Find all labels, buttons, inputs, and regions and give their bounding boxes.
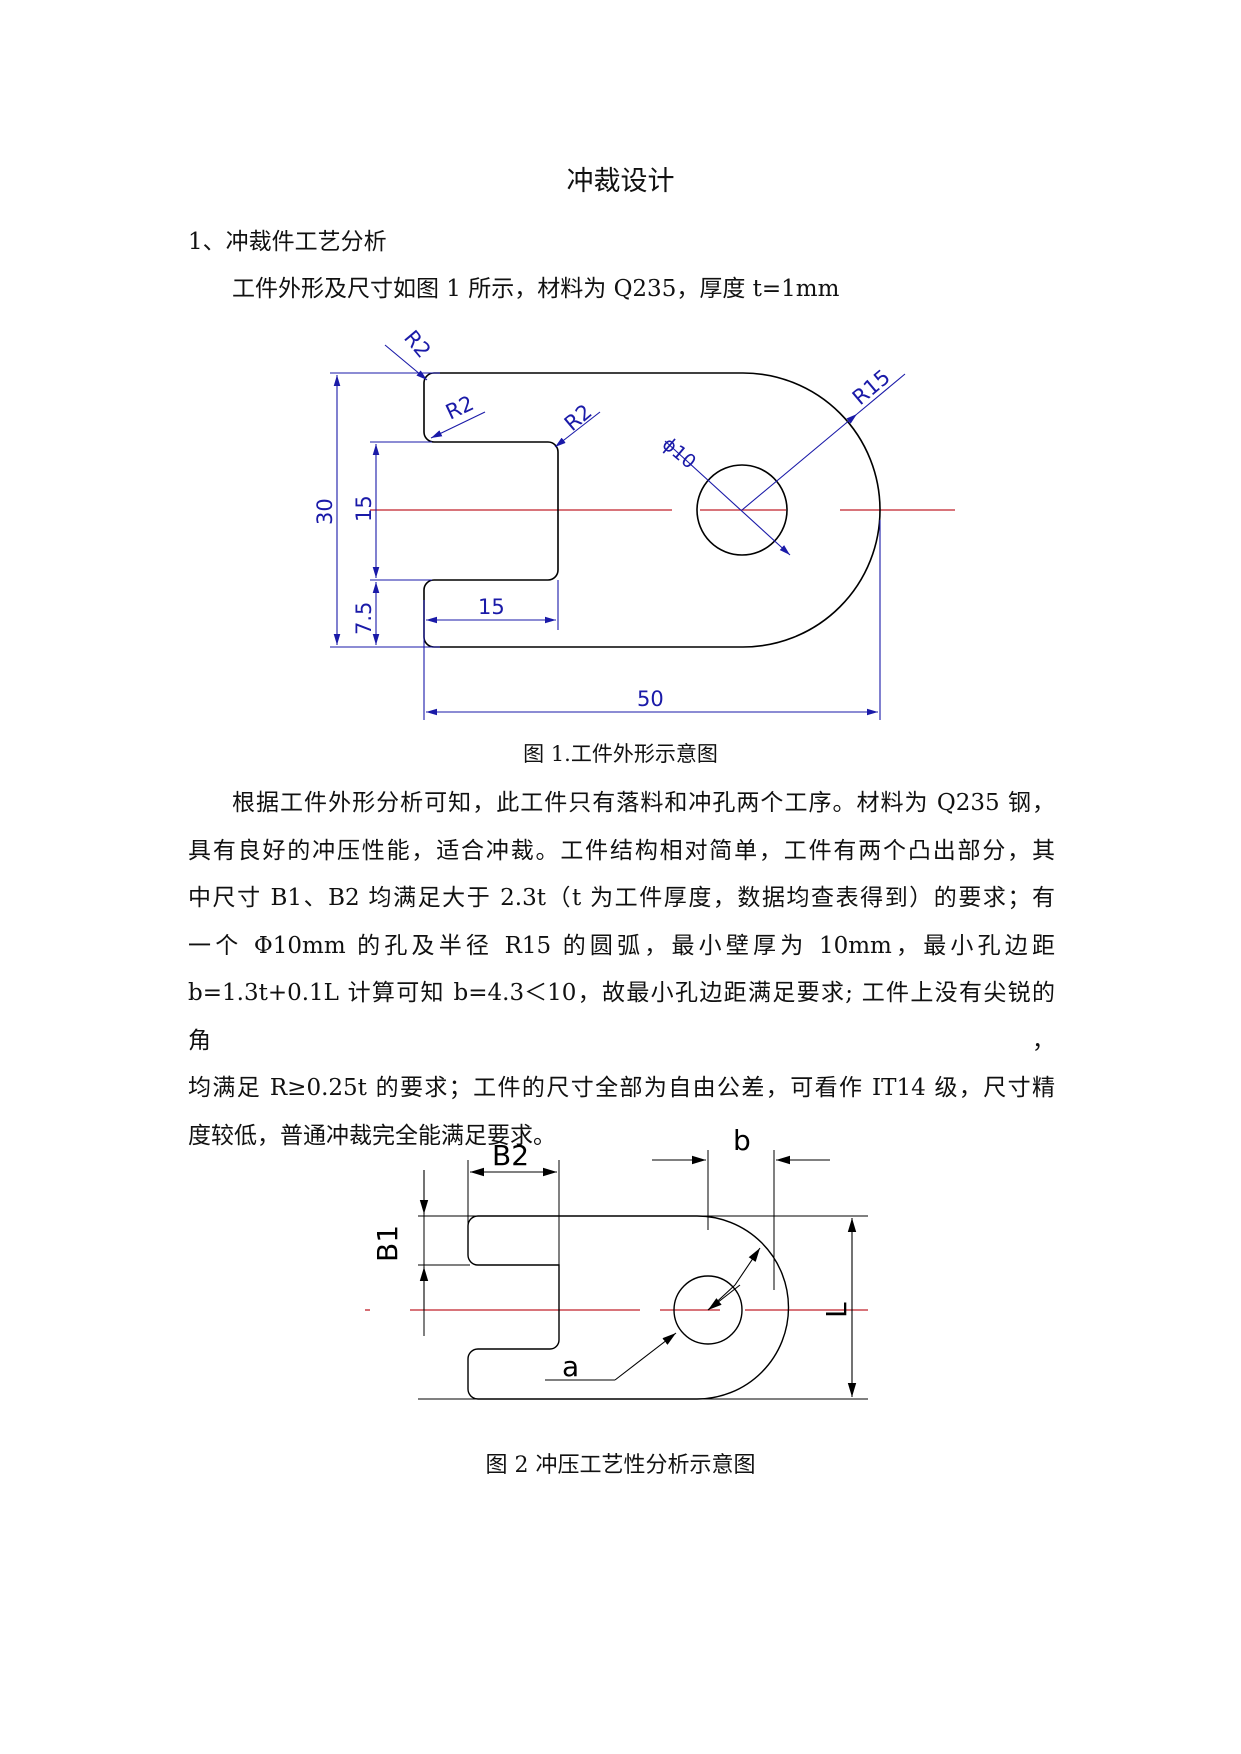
paragraph-line: 均满足 R≥0.25t 的要求；工件的尺寸全部为自由公差，可看作 IT14 级，… — [188, 1075, 1055, 1101]
workpiece-outline-2 — [467, 1215, 790, 1400]
r2-slot-leader — [554, 411, 601, 448]
dim-15: 15 — [352, 495, 376, 522]
label-b1: B1 — [371, 1225, 404, 1262]
label-b: b — [733, 1124, 751, 1157]
figure-1-caption: 图 1.工件外形示意图 — [523, 742, 718, 766]
figure-1-drawing: R2 R2 R2 R15 ϕ10 30 15 7.5 15 50 — [313, 326, 955, 720]
dim-15-width: 15 — [478, 595, 505, 619]
paragraph-line: 根据工件外形分析可知，此工件只有落料和冲孔两个工序。材料为 Q235 钢， — [232, 790, 1055, 816]
paragraph-line: 中尺寸 B1、B2 均满足大于 2.3t（t 为工件厚度，数据均查表得到）的要求… — [188, 885, 1055, 911]
dim-r2-top: R2 — [399, 326, 435, 363]
paragraph-line: b=1.3t+0.1L 计算可知 b=4.3＜10，故最小孔边距满足要求; 工件… — [188, 980, 1055, 1054]
label-l: L — [820, 1302, 853, 1318]
paragraph-line: 度较低，普通冲裁完全能满足要求。 — [188, 1122, 556, 1149]
analysis-paragraph: 根据工件外形分析可知，此工件只有落料和冲孔两个工序。材料为 Q235 钢， 具有… — [188, 780, 1055, 1160]
dim-50: 50 — [637, 687, 664, 711]
dim-r15: R15 — [848, 365, 895, 410]
page-title: 冲裁设计 — [566, 166, 675, 197]
phi10-leader — [664, 440, 791, 556]
dim-7-5: 7.5 — [352, 602, 376, 635]
label-b2: B2 — [492, 1139, 529, 1172]
hole-2 — [673, 1275, 743, 1345]
label-a: a — [562, 1350, 579, 1383]
dim-30: 30 — [313, 498, 337, 525]
r2-top-leader — [384, 344, 428, 381]
r15-leader — [741, 413, 858, 511]
dim-r2-inner: R2 — [442, 391, 477, 425]
section-heading: 1、冲裁件工艺分析 — [188, 229, 387, 255]
paragraph-line: 一个 Φ10mm 的孔及半径 R15 的圆弧，最小壁厚为 10mm，最小孔边距 — [188, 932, 1055, 959]
figure-2-caption: 图 2 冲压工艺性分析示意图 — [485, 1453, 756, 1478]
r2-inner-leader — [430, 411, 486, 439]
dim-r2-slot: R2 — [560, 399, 597, 435]
figure-2-drawing: B2 B1 b L a — [365, 1124, 868, 1400]
paragraph-line: 具有良好的冲压性能，适合冲裁。工件结构相对简单，工件有两个凸出部分，其 — [188, 837, 1055, 864]
hole — [696, 464, 788, 556]
intro-text: 工件外形及尺寸如图 1 所示，材料为 Q235，厚度 t=1mm — [232, 276, 840, 302]
